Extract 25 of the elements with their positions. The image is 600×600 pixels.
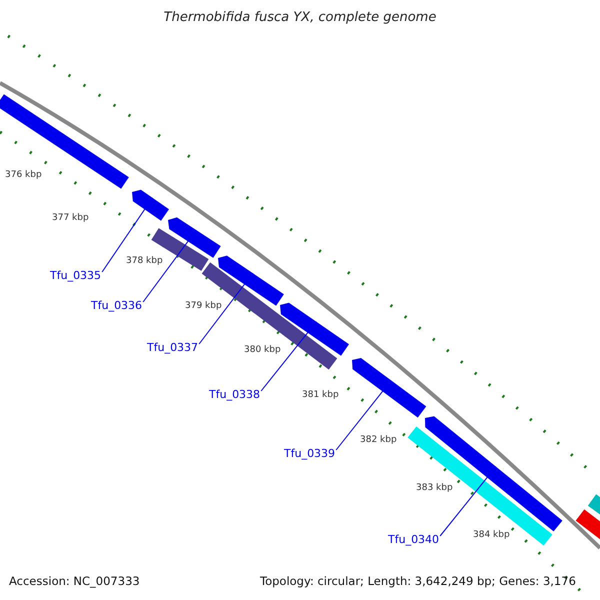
tick-label: 380 kbp: [244, 346, 281, 355]
tick-label: 384 kbp: [473, 531, 510, 540]
tick-label: 383 kbp: [416, 484, 453, 493]
footer-text: Accession: NC_007333: [9, 576, 140, 588]
gene-block: [352, 358, 426, 418]
gene-label: Tfu_0338: [209, 389, 260, 400]
title: Thermobifida fusca YX, complete genome: [162, 11, 438, 24]
leader-line: [102, 197, 153, 272]
leader-line: [260, 321, 317, 392]
leader-line: [440, 466, 496, 536]
tick-label: 382 kbp: [360, 436, 397, 445]
gene-block: [132, 190, 169, 221]
gene-label: Tfu_0339: [284, 448, 336, 459]
tick-label: 377 kbp: [52, 214, 89, 223]
tick-label: 379 kbp: [185, 302, 222, 311]
leader-line: [198, 272, 254, 344]
tick-label: 376 kbp: [5, 171, 42, 180]
leader-line: [336, 380, 392, 450]
gene-block: [280, 302, 349, 356]
gene-label: Tfu_0335: [50, 270, 102, 281]
leader-line: [142, 230, 197, 302]
gene-block: [168, 217, 221, 258]
gene-label: Tfu_0336: [91, 300, 142, 311]
gene-label: Tfu_0337: [147, 342, 198, 353]
gene-label: Tfu_0340: [388, 534, 440, 545]
